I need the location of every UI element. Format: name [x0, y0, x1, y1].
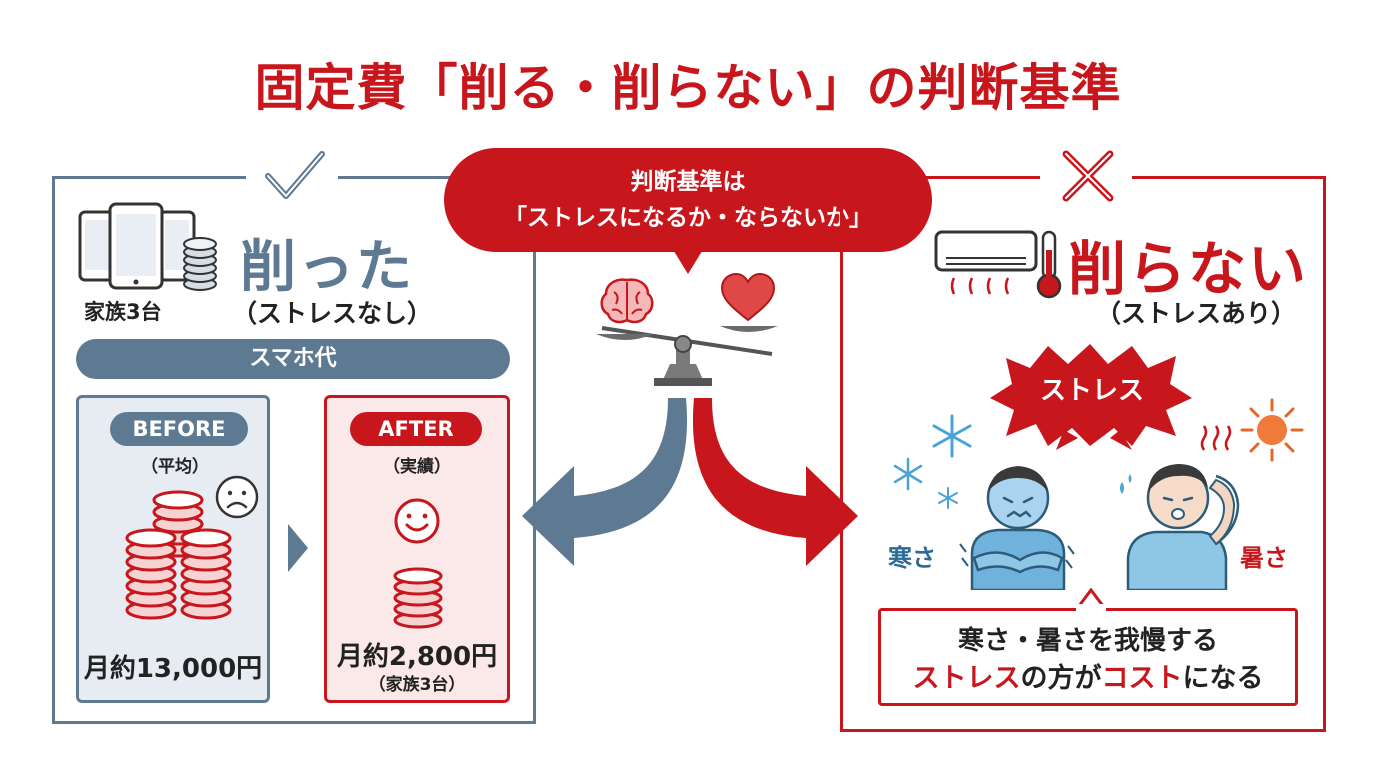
small-coin-stack-icon — [393, 567, 443, 629]
next-arrow-icon — [288, 524, 308, 572]
conclusion-connector-1: の方が — [1020, 663, 1102, 694]
coin-stack-icon — [125, 490, 232, 620]
right-subheading: （ストレスあり） — [1096, 299, 1297, 328]
pointer-mask — [1076, 604, 1106, 612]
after-value-note: （家族3台） — [368, 675, 466, 695]
criteria-text: 判断基準は 「ストレスになるか・ならないか」 — [448, 164, 928, 236]
conclusion-line-2: ストレスの方がコストになる — [878, 656, 1298, 695]
family-label: 家族3台 — [84, 300, 162, 324]
hot-label: 暑さ — [1240, 544, 1288, 572]
cold-person-illustration — [959, 466, 1075, 590]
heat-waves-icon — [1200, 425, 1232, 451]
arrow-left-icon — [522, 398, 688, 566]
category-bar: スマホ代 — [76, 339, 510, 379]
stress-burst — [990, 344, 1192, 450]
check-icon — [265, 151, 325, 199]
smile-face-icon — [394, 498, 440, 544]
conclusion-cost: コスト — [1101, 663, 1183, 694]
balance-scale-icon — [596, 326, 778, 386]
after-box — [324, 395, 510, 703]
small-coin-stack — [183, 237, 217, 291]
snowflake-tiny-icon — [938, 487, 958, 509]
before-value: 月約13,000円 — [83, 654, 263, 684]
arrow-right-icon — [692, 398, 858, 566]
snowflake-small-icon — [893, 457, 923, 491]
before-label: BEFORE — [110, 412, 248, 446]
conclusion-connector-2: になる — [1182, 663, 1264, 694]
criteria-line-2: 「ストレスになるか・ならないか」 — [504, 205, 872, 231]
left-subheading: （ストレスなし） — [232, 299, 433, 328]
cross-icon — [1062, 150, 1114, 202]
hot-person-illustration — [1120, 464, 1240, 590]
air-conditioner-icon — [934, 230, 1038, 295]
after-value: 月約2,800円 — [336, 642, 498, 672]
sun-icon — [1240, 398, 1304, 462]
snowflake-icon — [932, 414, 972, 458]
left-heading: 削った — [240, 235, 414, 300]
criteria-bubble — [444, 148, 932, 274]
conclusion-line-1: 寒さ・暑さを我慢する — [957, 626, 1218, 656]
cold-label: 寒さ — [888, 544, 936, 572]
after-note: （実績） — [383, 457, 451, 477]
conclusion-stress: ストレス — [912, 663, 1021, 694]
thermometer-icon — [1036, 230, 1062, 299]
stress-label: ストレス — [1039, 376, 1144, 406]
smartphones-icon — [78, 202, 217, 291]
after-label: AFTER — [350, 412, 482, 446]
page-title: 固定費「削る・削らない」の判断基準 — [254, 59, 1122, 117]
heart-icon — [720, 272, 776, 322]
right-heading: 削らない — [1068, 235, 1309, 303]
criteria-line-1: 判断基準は — [630, 169, 746, 195]
brain-icon — [600, 278, 654, 324]
before-note: （平均） — [141, 457, 209, 477]
sad-face-icon — [215, 475, 259, 519]
